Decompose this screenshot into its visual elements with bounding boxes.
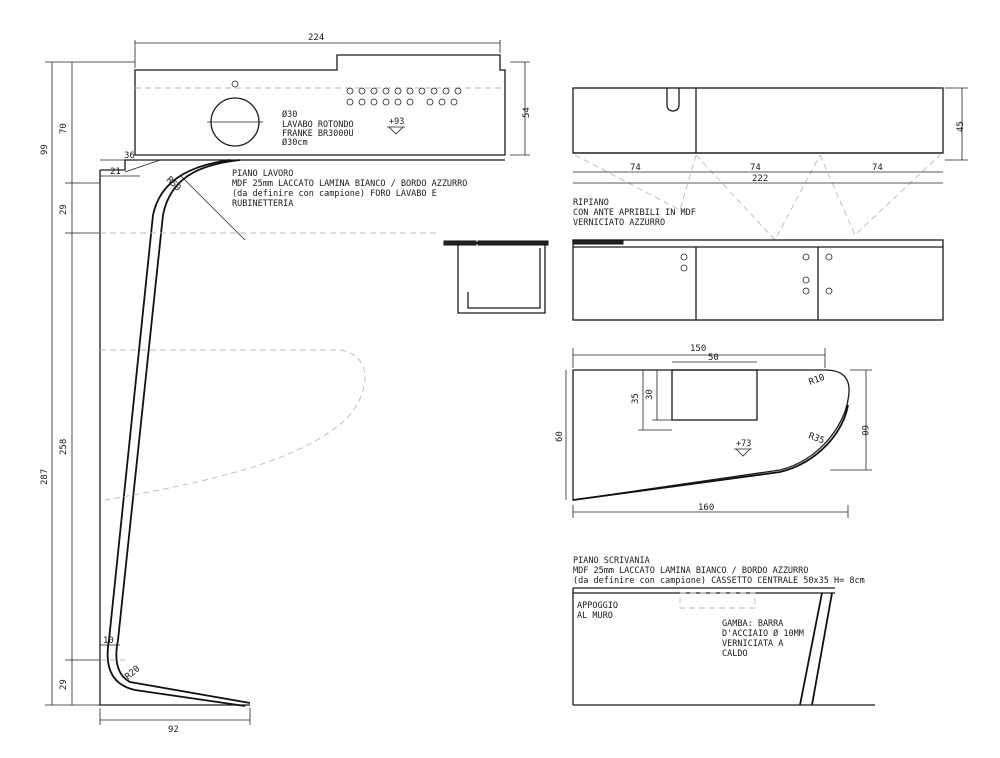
dim-74-c: 74 [872,163,883,173]
scrivania-note-2: MDF 25mm LACCATO LAMINA BIANCO / BORDO A… [573,566,808,576]
gamba-note-4: CALDO [722,649,748,659]
piano-note-3: (da definire con campione) FORO LAVABO E [232,189,437,199]
dim-29-top: 29 [59,204,69,215]
dim-70: 70 [59,123,69,134]
appoggio-note-1: APPOGGIO [577,601,618,611]
scrivania-note-1: PIANO SCRIVANIA [573,556,650,566]
desk-elevation: PIANO SCRIVANIA MDF 25mm LACCATO LAMINA … [572,556,875,706]
radius-r35: R35 [807,431,826,446]
side-elevation: R50 R20 36 21 10 92 70 99 29 258 287 29 … [40,61,505,735]
dim-74-a: 74 [630,163,641,173]
dim-74-b: 74 [750,163,761,173]
dim-258: 258 [59,439,69,455]
hole-row [346,87,462,106]
dim-287: 287 [40,469,50,485]
dim-60-right: 60 [859,425,869,436]
piano-note-4: RUBINETTERIA [232,199,293,209]
steel-leg [115,159,251,704]
dim-54: 54 [522,107,532,118]
shelf-front-view [572,239,944,321]
radius-r10: R10 [808,373,827,388]
ripiano-note-3: VERNICIATO AZZURRO [573,218,665,228]
ripiano-note-2: CON ANTE APRIBILI IN MDF [573,208,696,218]
sink-label-2: FRANKE BR3000U [282,129,354,139]
desk-plan: +73 R10 R35 150 50 35 30 60 60 160 [555,344,872,518]
drawer-outline [671,369,758,421]
dim-224: 224 [308,33,324,43]
dim-36: 36 [124,151,135,161]
dim-50: 50 [708,353,719,363]
dim-35: 35 [631,393,641,404]
radius-r50: R50 [164,175,183,194]
dim-222: 222 [752,174,768,184]
dim-92: 92 [168,725,179,735]
dim-150: 150 [690,344,706,354]
piano-note-1: PIANO LAVORO [232,169,293,179]
dim-21: 21 [110,167,121,177]
dim-60-left: 60 [555,431,565,442]
door-knobs [680,253,833,295]
tap-hole [231,80,239,88]
piano-note-2: MDF 25mm LACCATO LAMINA BIANCO / BORDO A… [232,179,467,189]
section-detail [443,240,549,314]
dim-10: 10 [103,636,114,646]
sink-label-3: Ø30cm [282,137,308,148]
sink-diameter-label: Ø30 [282,109,297,120]
gamba-note-3: VERNICIATA A [722,639,783,649]
appoggio-note-2: AL MURO [577,611,613,621]
level-marker-top: +93 [389,117,404,127]
gamba-note-2: D'ACCIAIO Ø 10MM [722,628,804,639]
dim-99: 99 [40,144,50,155]
shelf-top-view: 74 74 74 222 45 RIPIANO CON ANTE APRIBIL… [572,87,968,241]
sink-counter-plan: Ø30 LAVABO ROTONDO FRANKE BR3000U Ø30cm … [134,33,532,156]
dim-29-bottom: 29 [59,679,69,690]
ripiano-note-1: RIPIANO [573,198,609,208]
scrivania-note-3: (da definire con campione) CASSETTO CENT… [573,576,865,586]
level-marker-desk: +73 [736,439,751,449]
dim-160: 160 [698,503,714,513]
dim-45: 45 [956,121,966,132]
dim-30: 30 [645,389,655,400]
gamba-note-1: GAMBA: BARRA [722,619,783,629]
sink-label-1: LAVABO ROTONDO [282,120,354,130]
